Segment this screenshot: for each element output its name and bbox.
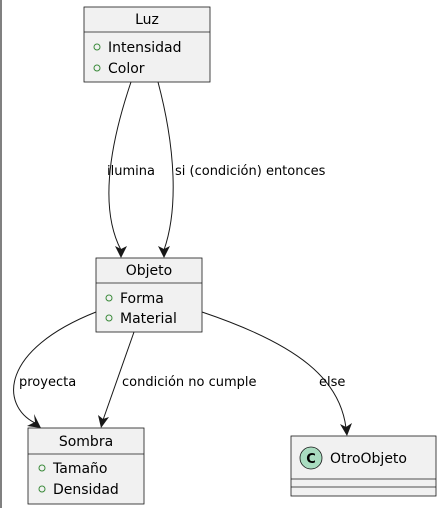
edge-label-si-condicion: si (condición) entonces <box>175 164 326 179</box>
class-otroobjeto-title: OtroObjeto <box>330 451 407 467</box>
class-luz-attr-intensidad: Intensidad <box>108 40 182 56</box>
public-visibility-icon <box>93 43 101 51</box>
class-luz-title: Luz <box>135 12 159 28</box>
edge-label-else: else <box>319 375 345 390</box>
class-otroobjeto[interactable]: C OtroObjeto <box>290 435 437 497</box>
public-visibility-icon <box>93 64 101 72</box>
edge-ilumina <box>108 81 132 258</box>
class-luz-attr-color: Color <box>108 61 145 77</box>
public-visibility-icon <box>38 485 46 493</box>
class-sombra-attr-densidad: Densidad <box>53 482 119 498</box>
class-objeto-attr-material: Material <box>120 311 177 327</box>
class-sombra[interactable]: Sombra Tamaño Densidad <box>27 427 145 505</box>
class-c-icon <box>299 446 323 470</box>
edge-label-ilumina: ilumina <box>107 164 155 179</box>
class-sombra-attr-tamano: Tamaño <box>52 461 107 477</box>
class-luz[interactable]: Luz Intensidad Color <box>83 6 211 83</box>
edge-else <box>201 311 352 436</box>
edge-label-condicion-no-cumple: condición no cumple <box>122 375 257 390</box>
class-objeto-title: Objeto <box>126 263 172 279</box>
class-objeto-attr-forma: Forma <box>120 291 164 307</box>
class-badge-letter: C <box>306 452 316 467</box>
edge-condicion-no-cumple <box>98 331 135 428</box>
public-visibility-icon <box>38 464 46 472</box>
edge-proyecta <box>13 311 97 428</box>
public-visibility-icon <box>105 294 113 302</box>
class-objeto[interactable]: Objeto Forma Material <box>95 257 203 333</box>
edge-label-proyecta: proyecta <box>19 375 76 390</box>
class-sombra-title: Sombra <box>59 434 113 450</box>
edge-si-condicion <box>157 81 174 258</box>
public-visibility-icon <box>105 314 113 322</box>
